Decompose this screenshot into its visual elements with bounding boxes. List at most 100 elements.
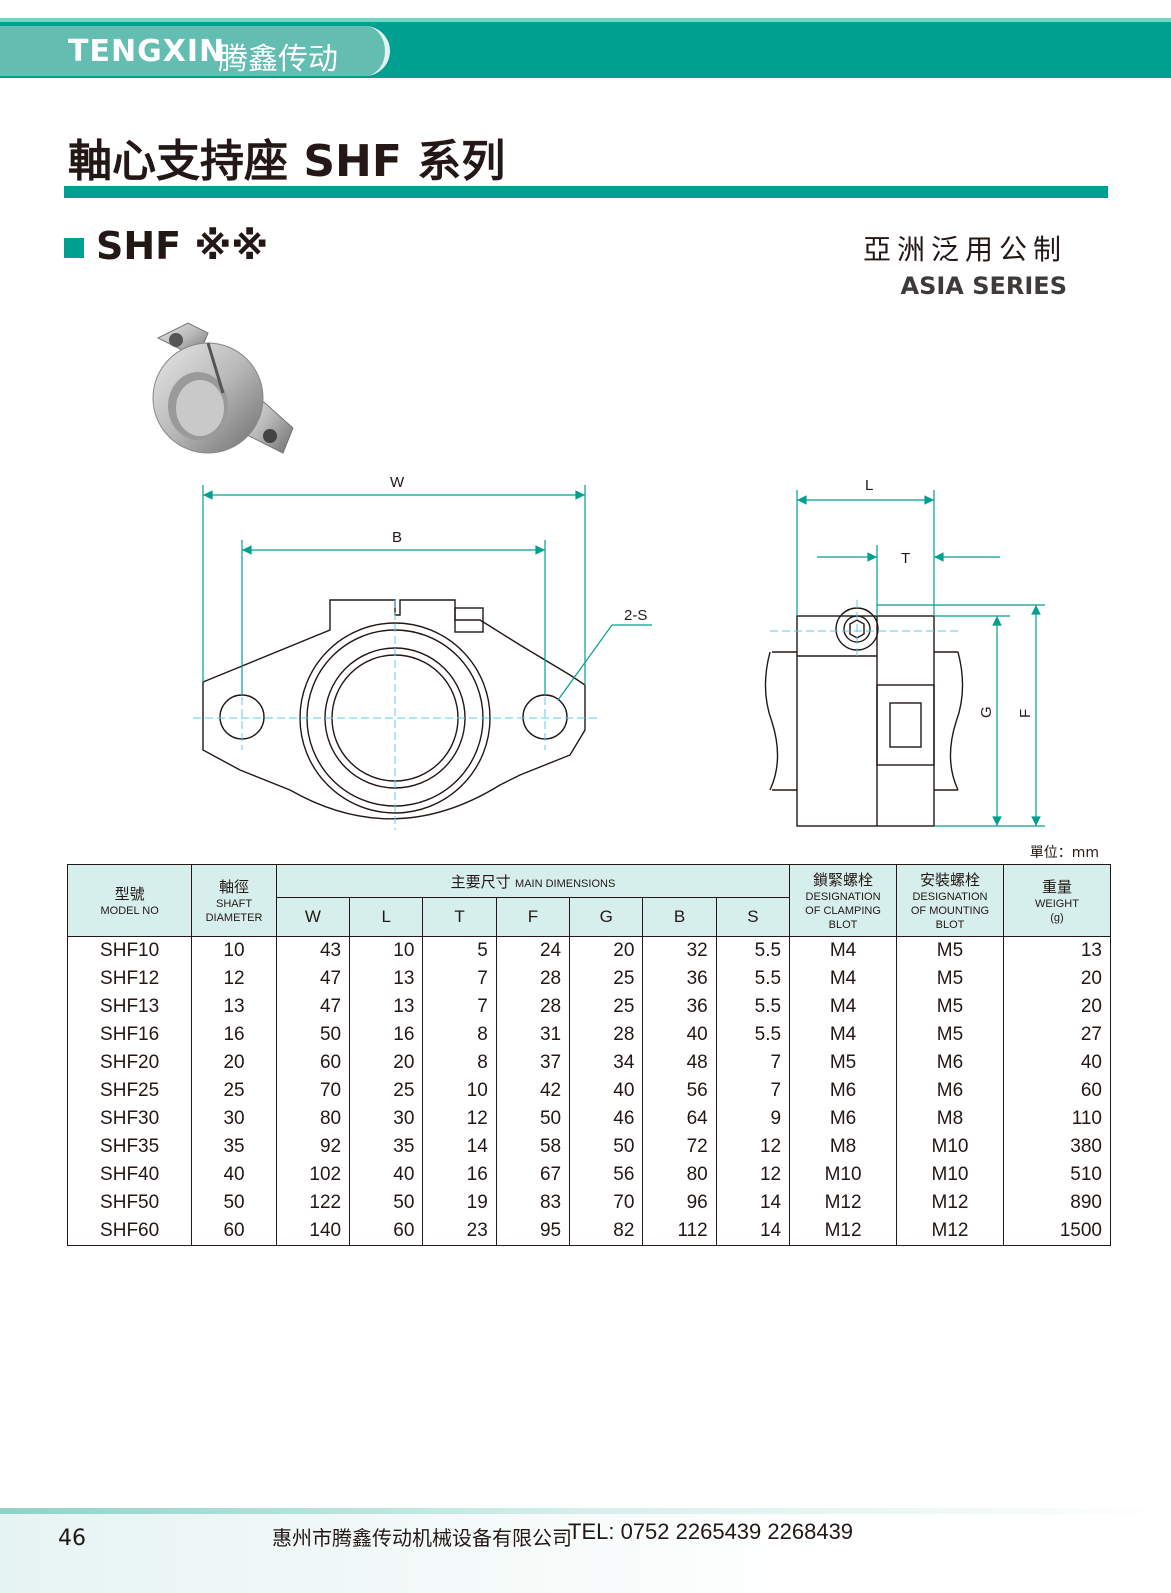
cell-t: 14 <box>422 1133 497 1161</box>
cell-s: 5.5 <box>715 1021 791 1049</box>
cell-mount-bolt: M8 <box>896 1105 1004 1133</box>
cell-b: 36 <box>642 993 717 1021</box>
cell-b: 72 <box>642 1133 717 1161</box>
cell-model: SHF25 <box>66 1077 193 1105</box>
cell-b: 64 <box>642 1105 717 1133</box>
cell-weight: 510 <box>1002 1161 1112 1189</box>
cell-clamp-bolt: M4 <box>789 1021 898 1049</box>
cell-l: 30 <box>349 1105 424 1133</box>
cell-l: 35 <box>349 1133 424 1161</box>
header-dim-g: G <box>569 897 644 937</box>
cell-clamp-bolt: M4 <box>789 936 898 965</box>
cell-mount-bolt: M6 <box>896 1049 1004 1077</box>
cell-f: 95 <box>495 1217 571 1246</box>
cell-w: 80 <box>275 1105 351 1133</box>
cell-w: 47 <box>275 965 351 993</box>
cell-t: 7 <box>422 965 497 993</box>
cell-shaft: 10 <box>191 936 277 965</box>
cell-g: 34 <box>569 1049 644 1077</box>
cell-shaft: 40 <box>191 1161 277 1189</box>
cell-mount-bolt: M5 <box>896 1021 1004 1049</box>
cell-w: 140 <box>275 1217 351 1246</box>
cell-l: 10 <box>349 936 424 965</box>
cell-b: 96 <box>642 1189 717 1217</box>
cell-mount-bolt: M5 <box>896 936 1004 965</box>
cell-shaft: 20 <box>191 1049 277 1077</box>
cell-f: 42 <box>495 1077 571 1105</box>
technical-drawing: W B 2-S L T G F <box>193 474 1045 830</box>
cell-weight: 20 <box>1002 965 1112 993</box>
cell-shaft: 50 <box>191 1189 277 1217</box>
cell-t: 12 <box>422 1105 497 1133</box>
cell-clamp-bolt: M4 <box>789 965 898 993</box>
cell-mount-bolt: M12 <box>896 1189 1004 1217</box>
cell-clamp-bolt: M12 <box>789 1189 898 1217</box>
page-title: 軸心支持座 SHF 系列 <box>68 136 506 187</box>
footer-band <box>0 1514 1171 1593</box>
cell-s: 7 <box>715 1049 791 1077</box>
header-dim-t: T <box>422 897 497 937</box>
cell-weight: 60 <box>1002 1077 1112 1105</box>
header-model: 型號 MODEL NO <box>66 864 193 937</box>
cell-w: 102 <box>275 1161 351 1189</box>
cell-l: 60 <box>349 1217 424 1246</box>
cell-model: SHF40 <box>66 1161 193 1189</box>
cell-model: SHF50 <box>66 1189 193 1217</box>
cell-model: SHF16 <box>66 1021 193 1049</box>
dim-label-b: B <box>392 529 402 546</box>
cell-model: SHF30 <box>66 1105 193 1133</box>
cell-g: 50 <box>569 1133 644 1161</box>
cell-b: 40 <box>642 1021 717 1049</box>
cell-shaft: 25 <box>191 1077 277 1105</box>
dim-label-f: F <box>1017 709 1034 718</box>
cell-b: 56 <box>642 1077 717 1105</box>
header-mounting-bolt: 安裝螺栓 DESIGNATION OF MOUNTING BLOT <box>896 864 1004 937</box>
cell-clamp-bolt: M6 <box>789 1077 898 1105</box>
series-name-en: ASIA SERIES <box>900 272 1068 300</box>
cell-t: 8 <box>422 1049 497 1077</box>
cell-mount-bolt: M10 <box>896 1133 1004 1161</box>
title-rule <box>64 186 1108 198</box>
cell-b: 112 <box>642 1217 717 1246</box>
cell-clamp-bolt: M8 <box>789 1133 898 1161</box>
dim-label-t: T <box>901 550 910 567</box>
product-photo <box>152 322 294 454</box>
cell-f: 24 <box>495 936 571 965</box>
cell-mount-bolt: M6 <box>896 1077 1004 1105</box>
header-weight: 重量 WEIGHT (g) <box>1002 864 1112 937</box>
cell-f: 28 <box>495 965 571 993</box>
cell-w: 92 <box>275 1133 351 1161</box>
header-shaft: 軸徑 SHAFT DIAMETER <box>191 864 277 937</box>
cell-t: 5 <box>422 936 497 965</box>
cell-w: 43 <box>275 936 351 965</box>
cell-b: 80 <box>642 1161 717 1189</box>
footer-line <box>0 1508 1171 1514</box>
cell-f: 37 <box>495 1049 571 1077</box>
cell-s: 12 <box>715 1161 791 1189</box>
footer-company: 惠州市腾鑫传动机械设备有限公司 <box>272 1526 572 1550</box>
cell-model: SHF20 <box>66 1049 193 1077</box>
cell-l: 20 <box>349 1049 424 1077</box>
brand-logo: TENGXIN <box>68 34 226 69</box>
cell-g: 82 <box>569 1217 644 1246</box>
cell-t: 23 <box>422 1217 497 1246</box>
cell-t: 16 <box>422 1161 497 1189</box>
cell-t: 8 <box>422 1021 497 1049</box>
cell-clamp-bolt: M10 <box>789 1161 898 1189</box>
series-name-cn: 亞洲泛用公制 <box>862 233 1067 266</box>
cell-g: 25 <box>569 993 644 1021</box>
cell-model: SHF12 <box>66 965 193 993</box>
cell-g: 46 <box>569 1105 644 1133</box>
dim-label-l: L <box>865 477 873 494</box>
cell-clamp-bolt: M12 <box>789 1217 898 1246</box>
series-bullet-icon <box>64 238 84 258</box>
cell-b: 36 <box>642 965 717 993</box>
dim-label-w: W <box>390 474 405 491</box>
cell-s: 5.5 <box>715 936 791 965</box>
